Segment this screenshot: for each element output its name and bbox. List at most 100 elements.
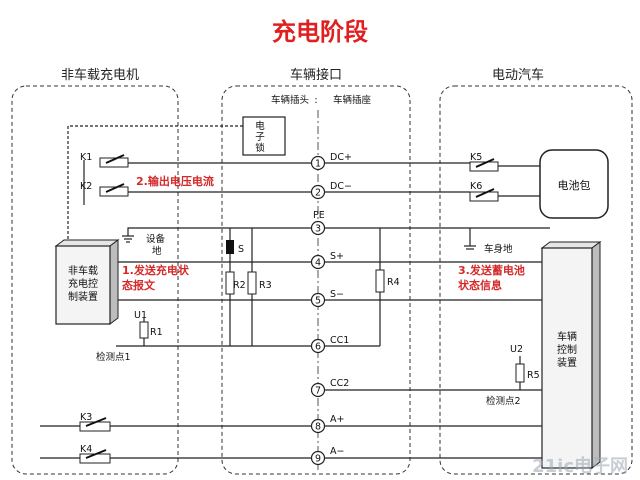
- body-ground-icon: [464, 245, 476, 250]
- battery-pack-label: 电池包: [558, 179, 591, 192]
- section-vehicle-label: 电动汽车: [492, 67, 544, 83]
- switch-k5-label: K5: [470, 152, 482, 163]
- contact-5-number: 5: [315, 296, 321, 307]
- resistor-r2-body: [225, 271, 235, 295]
- switch-s-body: [226, 240, 234, 254]
- annotation-send-battery-1: 3.发送蓄电池: [458, 263, 525, 277]
- vehicle-control-line-2: 控制: [557, 343, 577, 356]
- resistor-r4-label: R4: [387, 277, 400, 288]
- charger-control-line-2: 充电控: [68, 277, 98, 290]
- contact-8-circle: [310, 418, 326, 434]
- vehicle-region: [439, 85, 633, 475]
- contact-7-circle: [310, 382, 326, 398]
- switch-k4-blade: [85, 449, 107, 459]
- electronic-lock-char-1: 电: [255, 120, 265, 132]
- contact-6-label: CC1: [330, 335, 349, 346]
- resistor-r5-label: R5: [527, 370, 540, 381]
- resistor-r3: R3: [247, 271, 272, 295]
- contact-3-label: PE: [313, 210, 325, 221]
- contact-5-label: S−: [330, 289, 344, 300]
- contact-5-circle: [310, 292, 326, 308]
- switch-k2-label: K2: [80, 181, 92, 192]
- switch-k1: K1: [80, 152, 129, 168]
- switch-k3-blade: [85, 417, 107, 427]
- contact-2-label: DC−: [330, 181, 352, 192]
- vehicle-control-box: [541, 247, 593, 469]
- switch-k1-blade: [105, 154, 125, 164]
- contact-6: 6 CC1: [310, 335, 349, 354]
- switch-k1-body: [99, 157, 129, 168]
- resistor-r3-body: [247, 271, 257, 295]
- switch-k6: K6: [469, 181, 499, 202]
- interface-separator: :: [314, 95, 317, 106]
- contact-1: 1 DC+: [310, 152, 352, 171]
- equipment-ground-wire: [127, 227, 230, 236]
- resistor-r2: R2: [225, 271, 246, 295]
- contact-3-number: 3: [315, 224, 321, 235]
- contact-7-number: 7: [315, 386, 321, 397]
- vehicle-control-unit: 车辆 控制 装置: [540, 241, 602, 469]
- switch-k2-body: [99, 186, 129, 197]
- diagram-title: 充电阶段: [272, 18, 368, 46]
- voltage-u1-label: U1: [134, 310, 147, 321]
- switch-k2-blade: [105, 183, 125, 193]
- equipment-ground-icon: [122, 235, 134, 243]
- annotation-send-report-1: 1.发送充电状: [122, 263, 190, 277]
- charger-control-line-3: 制装置: [68, 290, 98, 303]
- contact-4-label: S+: [330, 251, 344, 262]
- detection-point-2-label: 检测点2: [486, 395, 521, 407]
- voltage-u2-label: U2: [510, 344, 523, 355]
- interface-region: [221, 85, 411, 475]
- contact-2-circle: [310, 184, 326, 200]
- contact-4-circle: [310, 254, 326, 270]
- contact-2: 2 DC−: [310, 181, 352, 200]
- socket-label: 车辆插座: [333, 94, 372, 106]
- body-ground-label: 车身地: [484, 243, 513, 255]
- resistor-r5: R5: [515, 363, 540, 383]
- detection-point-1-label: 检测点1: [96, 351, 131, 363]
- switch-k5: K5: [469, 152, 499, 172]
- contact-pins: 1 DC+ 2 DC− 3 PE 4 S+ 5 S− 6 CC1: [310, 152, 352, 466]
- contact-6-number: 6: [315, 342, 321, 353]
- charger-region: [11, 85, 179, 475]
- resistor-r2-label: R2: [233, 280, 246, 291]
- resistor-r3-label: R3: [259, 280, 272, 291]
- vehicle-control-line-1: 车辆: [557, 330, 577, 343]
- contact-9-circle: [310, 450, 326, 466]
- contact-4: 4 S+: [310, 251, 344, 270]
- battery-pack: [539, 149, 609, 219]
- switch-s-label: S: [238, 244, 244, 255]
- resistor-r4: R4: [375, 269, 400, 293]
- contact-2-number: 2: [315, 188, 321, 199]
- contact-3: 3 PE: [310, 210, 326, 236]
- switch-k4-label: K4: [80, 444, 92, 455]
- switch-k3-label: K3: [80, 412, 92, 423]
- resistor-r5-body: [515, 363, 525, 383]
- annotation-output-voltage: 2.输出电压电流: [136, 174, 214, 188]
- charger-control-unit: 非车载 充电控 制装置: [54, 239, 120, 325]
- switch-k2: K2: [80, 181, 129, 197]
- resistor-r4-body: [375, 269, 385, 293]
- contact-9-number: 9: [315, 454, 321, 465]
- contact-6-circle: [310, 338, 326, 354]
- contact-8: 8 A+: [310, 414, 344, 434]
- contact-9-label: A−: [330, 446, 344, 457]
- switch-k3: K3: [79, 412, 111, 432]
- switch-k1-label: K1: [80, 152, 92, 163]
- switch-k6-label: K6: [470, 181, 482, 192]
- vehicle-control-line-3: 装置: [557, 356, 577, 369]
- section-interface-label: 车辆接口: [290, 67, 342, 83]
- contact-7: 7 CC2: [310, 378, 349, 398]
- annotation-send-battery-2: 状态信息: [458, 278, 502, 292]
- equipment-ground-label-1: 设备: [146, 233, 166, 245]
- switch-k4: K4: [79, 444, 111, 464]
- electronic-lock-char-2: 子: [255, 132, 265, 143]
- annotation-send-report-2: 态报文: [122, 278, 156, 292]
- lock-control-line: [67, 125, 243, 250]
- equipment-ground-label-2: 地: [152, 245, 162, 257]
- section-charger-label: 非车载充电机: [61, 67, 139, 83]
- contact-4-number: 4: [315, 258, 321, 269]
- switch-s: S: [226, 240, 244, 255]
- resistor-r1-label: R1: [150, 327, 163, 338]
